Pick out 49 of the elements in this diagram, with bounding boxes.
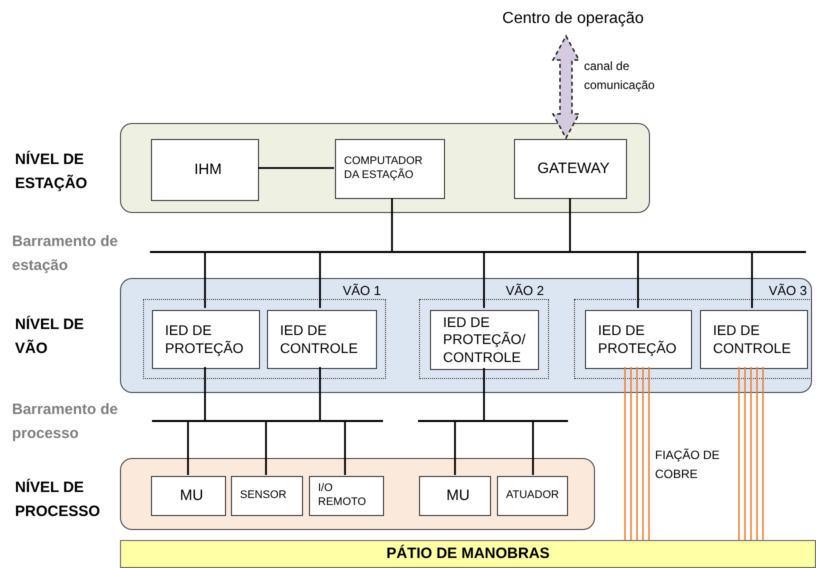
- device-box: I/O REMOTO: [309, 476, 384, 516]
- bus-label: Barramento de processo: [12, 400, 119, 444]
- connector-line: [483, 368, 485, 420]
- device-box: GATEWAY: [514, 139, 627, 199]
- device-box: IED DE PROTEÇÃO: [585, 310, 692, 369]
- device-box: MU: [151, 476, 226, 516]
- level-label: NÍVEL DE ESTAÇÃO: [15, 150, 88, 194]
- connector-line: [569, 198, 571, 251]
- device-box: SENSOR: [231, 476, 303, 516]
- connector-line: [751, 253, 753, 308]
- connector-line: [265, 422, 267, 475]
- device-box: COMPUTADOR DA ESTAÇÃO: [335, 139, 445, 199]
- operation-center-label: Centro de operação: [488, 10, 658, 36]
- wiring-label: FIAÇÃO DE COBRE: [655, 447, 721, 484]
- connector-line: [454, 422, 456, 475]
- connector-line: [319, 367, 321, 420]
- connector-line: [187, 422, 189, 475]
- connector-line: [344, 422, 346, 475]
- level-panel: [120, 278, 812, 393]
- double-arrow: [552, 34, 580, 140]
- level-label: NÍVEL DE VÃO: [15, 314, 85, 359]
- device-box: IED DE CONTROLE: [267, 310, 377, 369]
- connector-line: [637, 253, 639, 308]
- device-box: IED DE PROTEÇÃO/ CONTROLE: [430, 310, 539, 370]
- connector-line: [532, 422, 534, 475]
- switchyard-bar: PÁTIO DE MANOBRAS: [120, 540, 816, 568]
- level-panel: [120, 458, 595, 530]
- device-box: MU: [419, 476, 491, 516]
- device-box: ATUADOR: [497, 476, 568, 516]
- bus-label: Barramento de estação: [12, 232, 119, 276]
- device-box: IED DE CONTROLE: [700, 310, 808, 369]
- connector-line: [483, 253, 485, 308]
- copper-wires: [738, 366, 764, 541]
- copper-wires: [624, 366, 650, 541]
- device-box: IED DE PROTEÇÃO: [152, 310, 260, 369]
- bus-line: [418, 420, 568, 422]
- connector-line: [258, 167, 334, 169]
- connector-line: [204, 253, 206, 308]
- bay-title: VÃO 1: [342, 283, 381, 298]
- level-panel: [120, 123, 650, 213]
- bus-line: [152, 420, 383, 422]
- device-box: IHM: [151, 139, 259, 201]
- bay-title: VÃO 3: [768, 283, 807, 298]
- connector-line: [391, 198, 393, 251]
- level-label: NÍVEL DE PROCESSO: [15, 478, 102, 522]
- connector-line: [319, 253, 321, 308]
- bus-line: [150, 251, 806, 253]
- connector-line: [204, 367, 206, 420]
- bay-title: VÃO 2: [506, 283, 544, 298]
